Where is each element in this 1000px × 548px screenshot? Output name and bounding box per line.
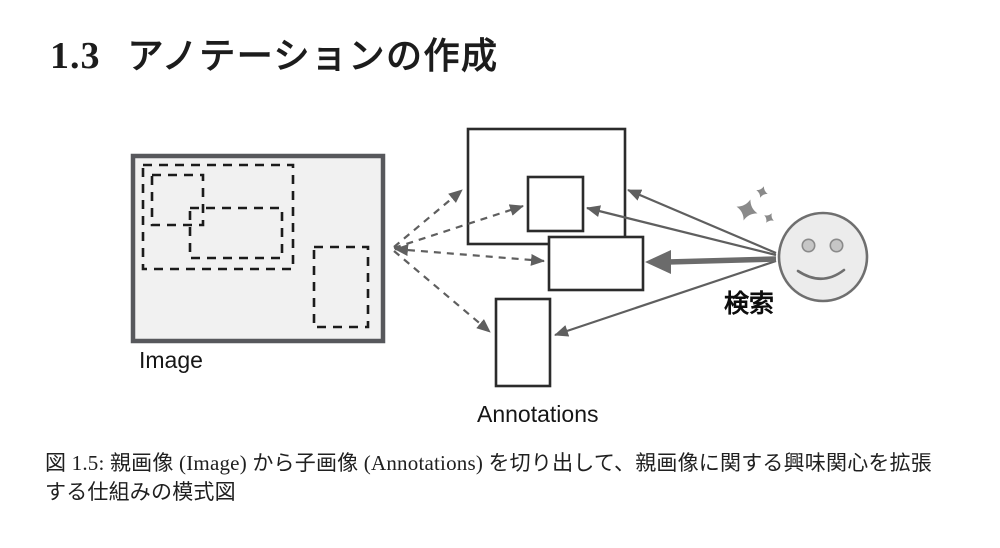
search-arrow-1 <box>627 188 777 255</box>
right-eye <box>829 238 844 253</box>
section-number: 1.3 <box>50 35 101 77</box>
annotation-box-bottom <box>494 297 552 388</box>
annotation-box-square <box>526 175 585 233</box>
annotation-box-middle <box>547 235 645 292</box>
thick-search-arrow <box>645 250 777 274</box>
caption-line-2: する仕組みの模式図 <box>45 480 236 504</box>
search-arrow-3 <box>554 259 777 337</box>
crop-arrow-4 <box>393 250 491 333</box>
parent-image-box <box>130 153 386 344</box>
search-arrows <box>554 188 777 337</box>
figure-caption: 図 1.5: 親画像 (Image) から子画像 (Annotations) を… <box>45 449 975 507</box>
crop-region-middle <box>188 206 284 260</box>
search-arrow-2 <box>586 205 777 257</box>
smiley-face <box>777 211 869 303</box>
smile <box>796 268 846 281</box>
left-eye <box>801 238 816 253</box>
crop-arrow-3 <box>394 244 545 266</box>
crop-arrow-2 <box>393 204 524 250</box>
sparkles-icon <box>736 186 774 223</box>
caption-line-1: 図 1.5: 親画像 (Image) から子画像 (Annotations) を… <box>45 451 933 475</box>
crop-arrow-1 <box>393 189 463 248</box>
crop-region-vertical <box>312 245 370 329</box>
sparkle-large <box>736 199 758 221</box>
crop-arrows <box>393 189 545 333</box>
image-label: Image <box>139 347 203 373</box>
crop-region-square <box>150 173 205 227</box>
sparkle-small-bottom <box>764 213 774 223</box>
section-heading: 1.3 アノテーションの作成 <box>50 27 499 79</box>
annotations-label: Annotations <box>477 401 599 427</box>
face-circle <box>777 211 869 303</box>
crop-regions <box>141 163 370 329</box>
crop-region-large <box>141 163 295 271</box>
search-label: 検索 <box>724 290 775 318</box>
annotation-boxes <box>466 127 645 388</box>
section-title: アノテーションの作成 <box>127 35 499 76</box>
sparkle-small-top <box>756 186 768 198</box>
